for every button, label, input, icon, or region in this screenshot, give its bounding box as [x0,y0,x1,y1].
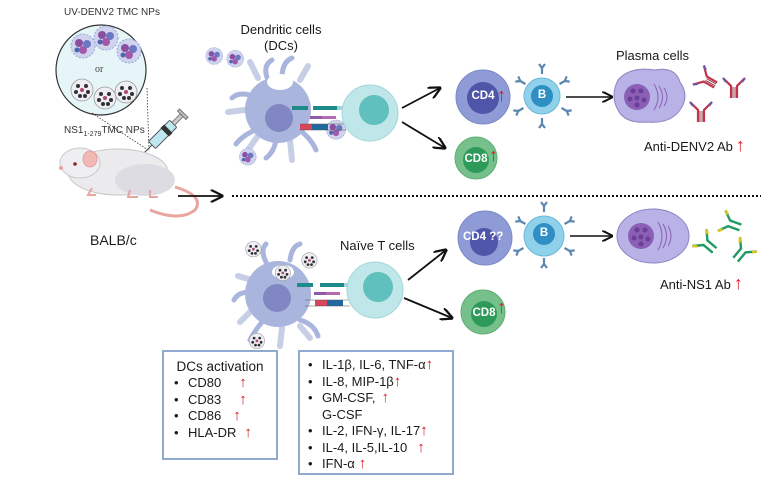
arrow-to-cd4-bottom [407,250,446,281]
dc-marker-label: CD86 [188,408,222,423]
denv2-nanoparticle-icon [93,25,119,51]
b-cell-bottom [512,200,576,270]
ns1-nanoparticle-icon [248,332,265,349]
dc-marker-label: CD80 [188,375,222,390]
ns1-nanoparticle-icon [114,80,138,104]
up-arrow-icon: ↑ [393,372,402,390]
cd4-label-top: CD4 [471,90,495,102]
dc-marker-item: CD86 ↑ [168,408,272,425]
dc-marker-item: CD80 ↑ [168,375,272,392]
cd8-up-arrow-icon: ↑ [489,145,498,165]
cytokine-box: IL-1β, IL-6, TNF-α↑ IL-8, MIP-1β↑ GM-CSF… [298,350,454,475]
dc-activation-title: DCs activation [176,359,264,374]
cd4-cell-top [455,69,511,125]
anti-denv2-ab-label: Anti-DENV2 Ab↑ [644,135,745,155]
syringe-icon [138,108,189,159]
dc-label-line1: Dendritic cells [240,22,322,37]
cd8-cell-top [454,136,498,180]
or-label: or [95,64,104,75]
denv2-nanoparticle-icon [70,33,96,59]
cd4-cell-bottom [457,210,513,266]
up-arrow-icon: ↑ [239,390,247,408]
cytokine-item: IL-8, MIP-1β↑ [302,374,450,391]
naive-t-cells-label: Naïve T cells [340,238,415,253]
antibody-icon [688,100,714,124]
anti-ns1-ab-text: Anti-NS1 Ab [660,277,731,292]
cytokine-label: IFN-α [322,456,355,471]
cytokine-label-continuation: G-CSF [322,406,363,422]
cytokine-label: IL-1β, IL-6, TNF-α [322,357,426,372]
cd8-bottom-up-arrow-icon: ↑ [497,297,506,317]
ns1-label-main: NS1 [64,125,84,136]
ns1-nanoparticle-icon [274,264,291,282]
up-arrow-icon: ↑ [417,438,425,456]
ns1-np-label: NS11-279TMC NPs [64,125,145,138]
denv2-nanoparticle-icon [205,47,223,65]
cytokine-item: IL-1β, IL-6, TNF-α↑ [302,357,450,374]
mouse-icon [59,147,199,218]
ns1-nanoparticle-icon [70,78,94,102]
arrow-to-cd8-top [401,121,445,148]
dc-label: Dendritic cells (DCs) [236,22,326,54]
denv2-nanoparticle-icon [325,119,347,140]
anti-denv2-ab-text: Anti-DENV2 Ab [644,139,733,154]
antibody-icon [690,227,724,261]
b-cell-top [512,62,573,130]
cytokine-item: IL-4, IL-5,IL-10 ↑ [302,440,450,457]
anti-denv2-up-arrow-icon: ↑ [735,135,745,155]
up-arrow-icon: ↑ [233,407,241,424]
dc-activation-box: DCs activation CD80↑ CD83↑ CD86↑ HLA-DR↑ [162,350,278,460]
mouse-strain-label: BALB/c [90,232,137,248]
t-cell-bottom [346,261,404,319]
dc-label-line2: (DCs) [264,38,298,53]
ns1-nanoparticle-icon [301,252,318,269]
ns1-label-rest: TMC NPs [101,125,145,136]
arrow-to-cd4-top [401,88,440,109]
cytokine-label: IL-8, MIP-1β [322,373,394,389]
cd4-up-arrow-icon: ↑ [497,85,506,105]
antibody-icon [716,208,746,240]
dc-marker-item: CD83 ↑ [168,392,272,409]
dc-marker-label: HLA-DR [188,424,237,440]
cd4-label-bottom: CD4 ?? [463,231,504,243]
arrow-to-cd8-bottom [403,297,452,318]
antibody-icon [725,235,759,269]
dendritic-cell-top [225,55,319,163]
t-cell-top [341,84,399,142]
cytokine-label: IL-4, IL-5,IL-10 [322,439,408,455]
cd8-label-bottom: CD8 [472,307,496,319]
ns1-nanoparticle-icon [245,241,262,258]
cytokine-item: IFN-α↑ [302,456,450,473]
anti-ns1-up-arrow-icon: ↑ [733,273,743,293]
plasma-cell-top [613,68,686,123]
up-arrow-icon: ↑ [244,423,252,441]
plasma-cells-label: Plasma cells [616,48,689,63]
denv2-nanoparticle-icon [239,148,257,166]
dc-marker-label: CD83 [188,391,222,407]
up-arrow-icon: ↑ [420,422,428,439]
denv2-nanoparticle-icon [116,38,142,64]
antibody-icon [691,64,723,96]
nanoparticle-inset [55,24,150,151]
up-arrow-icon: ↑ [381,389,389,406]
anti-ns1-ab-label: Anti-NS1 Ab↑ [660,273,743,293]
antibody-icon [721,76,747,100]
b-cell-label-bottom: B [539,227,549,239]
cd8-label-top: CD8 [464,153,488,165]
cytokine-label: GM-CSF, [322,390,376,405]
plasma-cell-bottom [616,208,690,264]
uv-denv2-np-label: UV-DENV2 TMC NPs [64,7,160,18]
up-arrow-icon: ↑ [358,455,367,472]
cytokine-item: IL-2, IFN-γ, IL-17↑ [302,423,450,440]
cd8-cell-bottom [460,289,506,335]
dc-marker-item: HLA-DR ↑ [168,425,272,442]
up-arrow-icon: ↑ [239,374,247,391]
ns1-nanoparticle-icon [93,86,117,110]
up-arrow-icon: ↑ [425,356,434,373]
b-cell-label-top: B [537,89,547,101]
cytokine-label: IL-2, IFN-γ, IL-17 [322,423,421,438]
ns1-label-sub: 1-279 [83,131,102,138]
cytokine-item: GM-CSF, ↑ G-CSF [302,390,450,423]
